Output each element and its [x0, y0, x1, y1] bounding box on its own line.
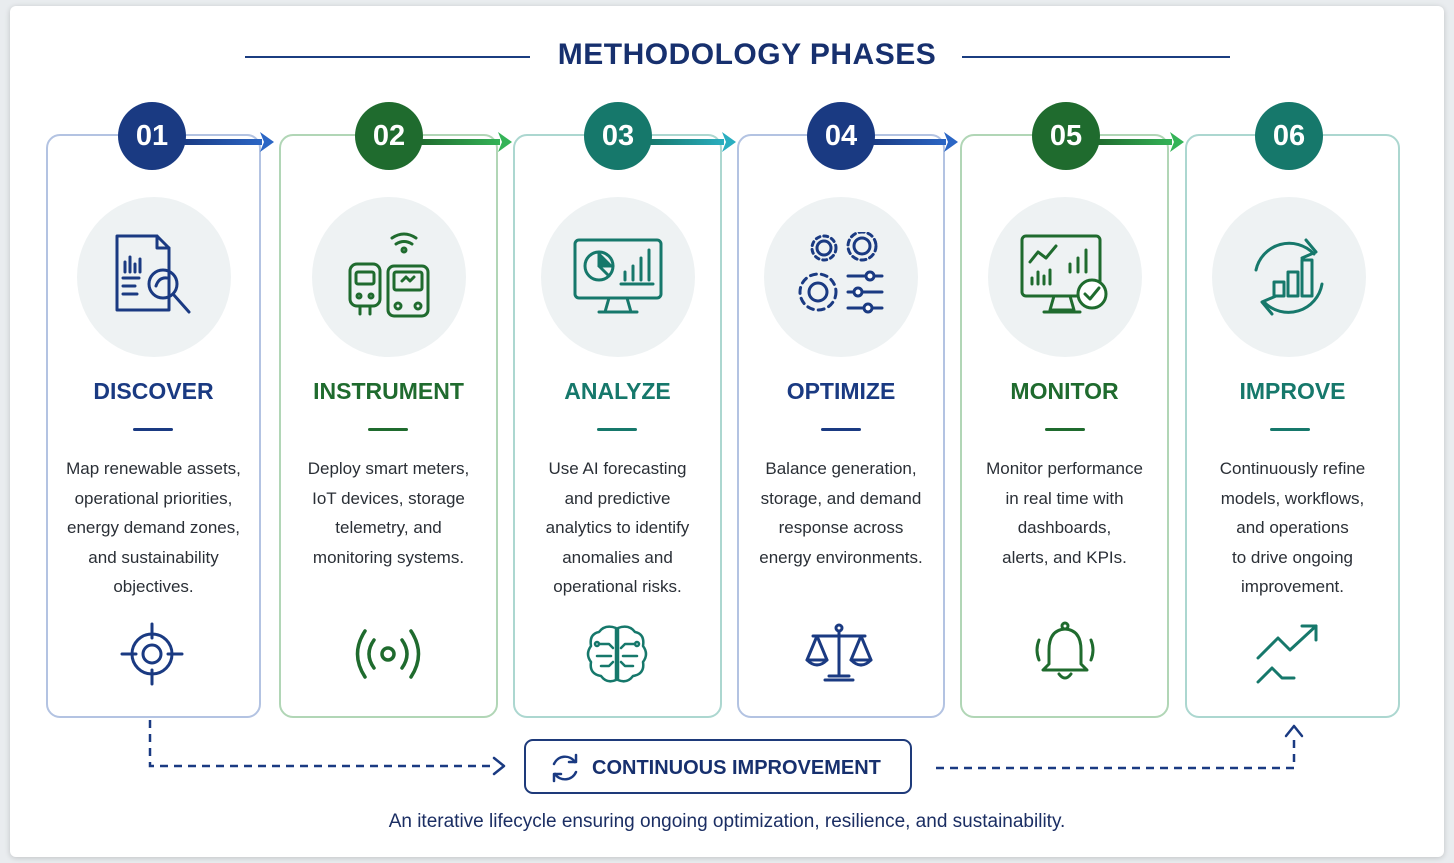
continuous-improvement-label: CONTINUOUS IMPROVEMENT	[592, 757, 881, 779]
description-line: operational risks.	[553, 577, 682, 596]
description-line: analytics to identify	[545, 518, 690, 537]
description-line: Continuously refine	[1219, 459, 1366, 478]
description-line: energy demand zones,	[67, 518, 240, 537]
phase-number-04: 04	[807, 102, 875, 170]
title-underline-01	[133, 428, 173, 431]
signal-broadcast-icon	[355, 629, 421, 679]
description-line: alerts, and KPIs.	[1002, 547, 1127, 567]
balance-scale-icon	[805, 623, 873, 682]
phase-description-04: Balance generation, storage, and demand …	[739, 454, 943, 572]
phase-title-discover: DISCOVER	[93, 378, 214, 404]
phase-description-05: Monitor performance in real time with da…	[962, 454, 1167, 572]
cycle-chart-icon	[1254, 238, 1324, 316]
description-line: Monitor performance	[986, 459, 1143, 478]
phase-icon-bg-02	[312, 197, 466, 357]
description-line: and operations	[1236, 518, 1349, 537]
title-underline-05	[1045, 428, 1085, 431]
lifecycle-caption: An iterative lifecycle ensuring ongoing …	[388, 811, 1066, 832]
description-line: dashboards,	[1017, 518, 1112, 537]
phase-description-06: Continuously refine models, workflows, a…	[1189, 454, 1396, 602]
analytics-monitor-icon	[573, 238, 663, 314]
description-line: Balance generation,	[765, 459, 917, 478]
brain-circuit-icon	[586, 625, 648, 683]
title-underline-04	[821, 428, 861, 431]
description-line: to drive ongoing	[1232, 547, 1353, 567]
phase-title-improve: IMPROVE	[1239, 378, 1346, 404]
description-line: operational priorities,	[74, 488, 233, 508]
description-line: IoT devices, storage	[312, 488, 465, 508]
gears-sliders-icon	[798, 232, 884, 314]
description-line: response across	[778, 518, 904, 537]
connector-arrow-03-04	[650, 132, 736, 152]
description-line: energy environments.	[759, 547, 923, 567]
description-line: anomalies and	[562, 547, 673, 567]
title-underline-02	[368, 428, 408, 431]
title-underline-03	[597, 428, 637, 431]
title-rule-left	[245, 56, 530, 58]
description-line: storage, and demand	[760, 488, 922, 508]
phase-title-optimize: OPTIMIZE	[786, 378, 896, 404]
phase-icon-bg-03	[541, 197, 695, 357]
phase-title-instrument: INSTRUMENT	[313, 378, 464, 404]
phase-description-02: Deploy smart meters, IoT devices, storag…	[283, 454, 494, 572]
phase-description-01: Map renewable assets, operational priori…	[50, 454, 257, 602]
connector-arrow-04-05	[872, 132, 958, 152]
cycle-arrow-left	[148, 720, 506, 776]
diagram-title: METHODOLOGY PHASES	[557, 38, 937, 71]
phase-icon-bg-01	[77, 197, 231, 357]
description-line: models, workflows,	[1220, 488, 1365, 508]
connector-arrow-02-03	[420, 132, 512, 152]
phase-icon-bg-06	[1212, 197, 1366, 357]
phase-icon-bg-04	[764, 197, 918, 357]
cycle-arrow-right	[936, 724, 1304, 770]
phase-icon-bg-05	[988, 197, 1142, 357]
connector-arrow-05-06	[1098, 132, 1184, 152]
description-line: objectives.	[113, 577, 194, 596]
alert-bell-icon	[1035, 621, 1095, 680]
phase-card-04	[737, 134, 945, 718]
continuous-improvement-badge: CONTINUOUS IMPROVEMENT	[524, 739, 912, 794]
phase-number-02: 02	[355, 102, 423, 170]
dashboard-check-icon	[1020, 234, 1108, 314]
description-line: Deploy smart meters,	[307, 459, 470, 478]
phase-number-03: 03	[584, 102, 652, 170]
description-line: improvement.	[1241, 577, 1344, 596]
description-line: Map renewable assets,	[66, 459, 241, 478]
document-search-icon	[115, 234, 191, 314]
trend-up-icon	[1256, 624, 1318, 684]
phase-description-03: Use AI forecasting and predictive analyt…	[515, 454, 720, 602]
phase-card-06	[1185, 134, 1400, 718]
smart-meter-icon	[348, 232, 430, 318]
phase-number-05: 05	[1032, 102, 1100, 170]
connector-arrow-01-02	[182, 132, 274, 152]
description-line: and predictive	[564, 488, 671, 508]
phase-title-monitor: MONITOR	[1010, 378, 1119, 404]
title-underline-06	[1270, 428, 1310, 431]
title-rule-right	[962, 56, 1230, 58]
target-icon	[120, 622, 184, 686]
description-line: in real time with	[1005, 488, 1124, 508]
phase-title-analyze: ANALYZE	[564, 378, 671, 404]
description-line: telemetry, and	[335, 518, 442, 537]
refresh-cycle-icon	[552, 753, 578, 783]
description-line: and sustainability	[88, 547, 219, 567]
phase-number-06: 06	[1255, 102, 1323, 170]
description-line: monitoring systems.	[312, 547, 465, 567]
phase-number-01: 01	[118, 102, 186, 170]
description-line: Use AI forecasting	[548, 459, 687, 478]
